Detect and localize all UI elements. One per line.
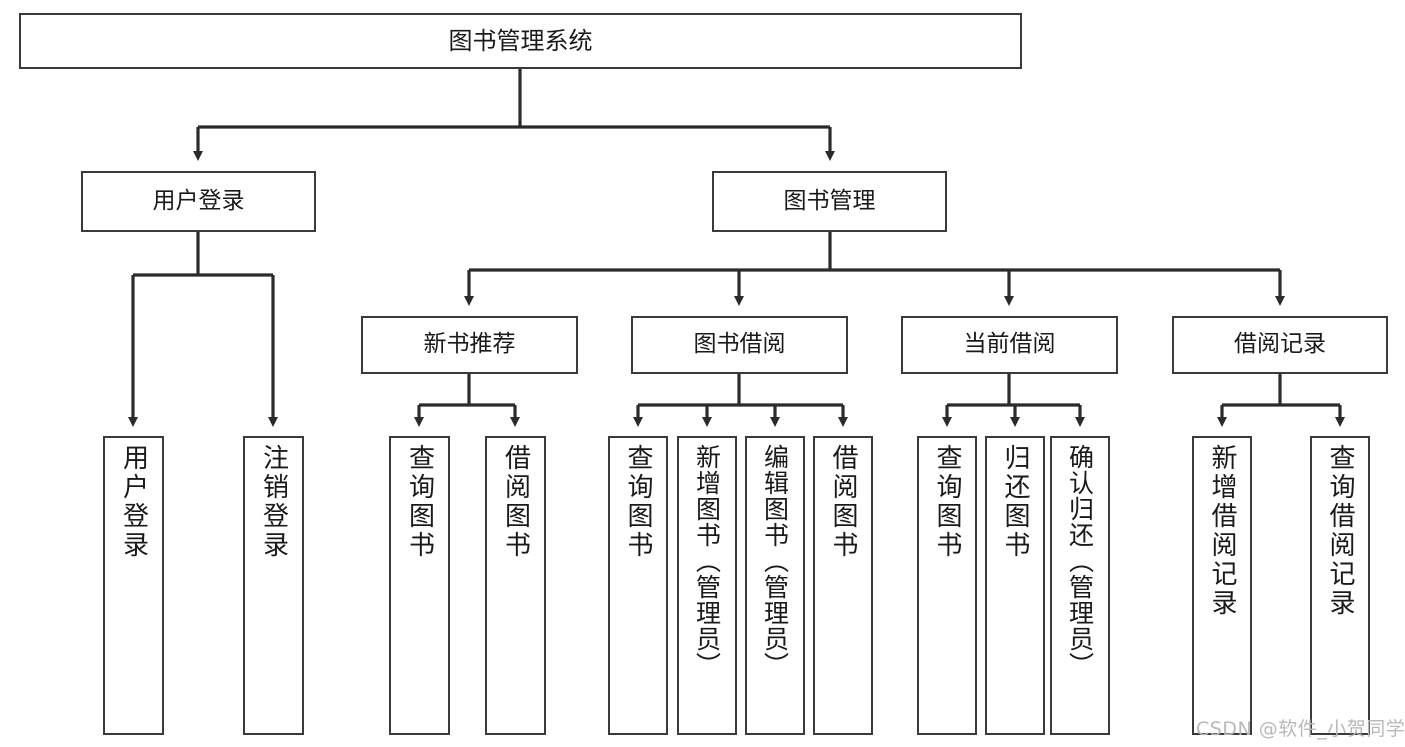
node-leaf-add-record[interactable]: 新增借阅记录: [1192, 436, 1252, 735]
node-leaf-user-login[interactable]: 用户登录: [103, 436, 164, 735]
node-book-manage[interactable]: 图书管理: [712, 171, 947, 232]
watermark: CSDN @软件_小贺同学: [1196, 718, 1405, 740]
node-leaf-return-book-label: 归还图书: [1000, 444, 1030, 560]
node-root-label: 图书管理系统: [448, 26, 593, 55]
node-leaf-query-book-2[interactable]: 查询图书: [608, 436, 668, 735]
node-leaf-logout[interactable]: 注销登录: [243, 436, 304, 735]
node-new-book-recommend[interactable]: 新书推荐: [361, 316, 578, 374]
node-leaf-query-book-3-label: 查询图书: [932, 444, 962, 560]
node-leaf-borrow-book-1-label: 借阅图书: [500, 444, 531, 560]
node-borrow-record-label: 借阅记录: [1234, 331, 1326, 358]
node-leaf-borrow-book-1[interactable]: 借阅图书: [485, 436, 546, 735]
node-root[interactable]: 图书管理系统: [19, 13, 1022, 69]
node-user-login-label: 用户登录: [152, 187, 245, 214]
node-leaf-logout-label: 注销登录: [258, 444, 289, 560]
node-borrow-record[interactable]: 借阅记录: [1172, 316, 1388, 374]
node-leaf-edit-book[interactable]: 编辑图书（管理员）: [745, 436, 805, 735]
node-leaf-confirm-return[interactable]: 确认归还（管理员）: [1050, 436, 1110, 735]
node-current-borrow[interactable]: 当前借阅: [901, 316, 1118, 374]
node-new-book-recommend-label: 新书推荐: [423, 331, 516, 358]
node-user-login[interactable]: 用户登录: [81, 171, 316, 232]
node-leaf-user-login-label: 用户登录: [118, 444, 149, 560]
node-book-borrow[interactable]: 图书借阅: [631, 316, 848, 374]
node-leaf-query-book-1-label: 查询图书: [404, 444, 435, 560]
node-book-borrow-label: 图书借阅: [693, 331, 786, 358]
node-leaf-edit-book-label: 编辑图书（管理员）: [760, 444, 790, 678]
node-book-manage-label: 图书管理: [783, 187, 876, 214]
node-leaf-query-record-label: 查询借阅记录: [1325, 444, 1355, 618]
node-leaf-add-book-label: 新增图书（管理员）: [692, 444, 722, 678]
node-leaf-query-record[interactable]: 查询借阅记录: [1310, 436, 1370, 735]
node-leaf-borrow-book-2[interactable]: 借阅图书: [813, 436, 873, 735]
node-leaf-query-book-1[interactable]: 查询图书: [389, 436, 450, 735]
node-leaf-add-record-label: 新增借阅记录: [1207, 444, 1237, 618]
node-current-borrow-label: 当前借阅: [963, 331, 1056, 358]
node-leaf-return-book[interactable]: 归还图书: [985, 436, 1045, 735]
node-leaf-add-book[interactable]: 新增图书（管理员）: [677, 436, 737, 735]
node-leaf-query-book-3[interactable]: 查询图书: [917, 436, 977, 735]
node-leaf-query-book-2-label: 查询图书: [623, 444, 653, 560]
node-leaf-borrow-book-2-label: 借阅图书: [828, 444, 858, 560]
node-leaf-confirm-return-label: 确认归还（管理员）: [1065, 444, 1095, 678]
